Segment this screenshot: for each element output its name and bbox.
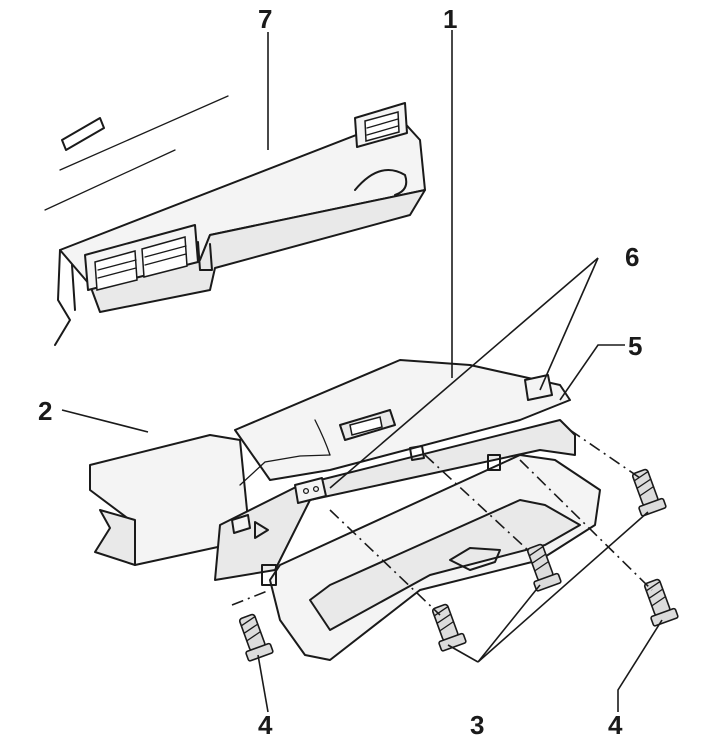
screw-upper-right — [631, 468, 667, 517]
screw-middle-right — [526, 543, 562, 592]
screw-lower-right — [643, 578, 679, 627]
callout-3: 3 — [470, 710, 484, 740]
callout-7: 7 — [258, 4, 272, 34]
callout-2: 2 — [38, 396, 52, 426]
screw-left — [238, 613, 274, 662]
glovebox-lid — [261, 445, 601, 661]
screw-group — [238, 468, 679, 662]
callout-4-left: 4 — [258, 710, 273, 740]
screw-middle-left — [431, 603, 467, 652]
glovebox-housing — [89, 359, 576, 581]
alignment-lines — [231, 429, 653, 616]
dashboard-panel — [44, 95, 426, 346]
callout-5: 5 — [628, 331, 642, 361]
leader-lines — [61, 30, 663, 713]
callout-4-right: 4 — [608, 710, 623, 740]
callout-labels: 7 1 2 6 5 3 4 4 — [38, 4, 642, 740]
callout-1: 1 — [443, 4, 457, 34]
callout-6: 6 — [625, 242, 639, 272]
